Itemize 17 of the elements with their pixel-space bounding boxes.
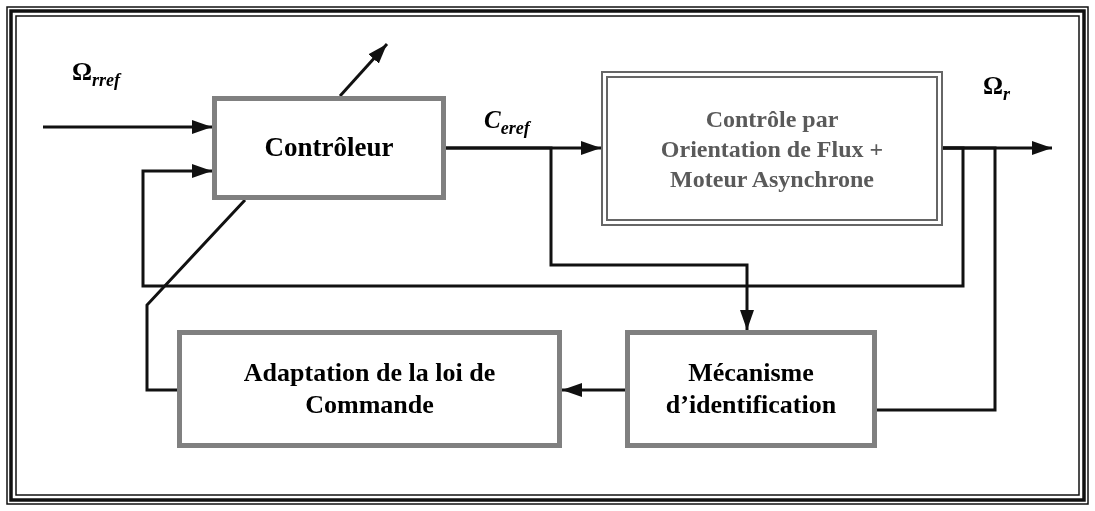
connector-line: [145, 198, 247, 392]
box-label: Contrôle par Orientation de Flux + Moteur Asynchrone: [659, 104, 885, 194]
process-box: [625, 330, 877, 448]
box-label: Adaptation de la loi de Commande: [242, 356, 497, 421]
arrow: [43, 120, 212, 134]
controller-box: [212, 96, 446, 200]
process-box: [601, 71, 943, 226]
process-box: [177, 330, 562, 448]
arrow: [446, 146, 754, 330]
signal-label: C$_{eref}$: [484, 106, 530, 139]
signal-label: Ω$_{rref}$: [72, 58, 121, 91]
arrow: [338, 43, 389, 97]
connector-line: [877, 146, 997, 412]
signal-label: Ω$_{r}$: [983, 72, 1011, 105]
box-label: Contrôleur: [264, 131, 394, 165]
box-label: Mécanisme d’identification: [664, 356, 838, 421]
arrow: [562, 383, 625, 397]
